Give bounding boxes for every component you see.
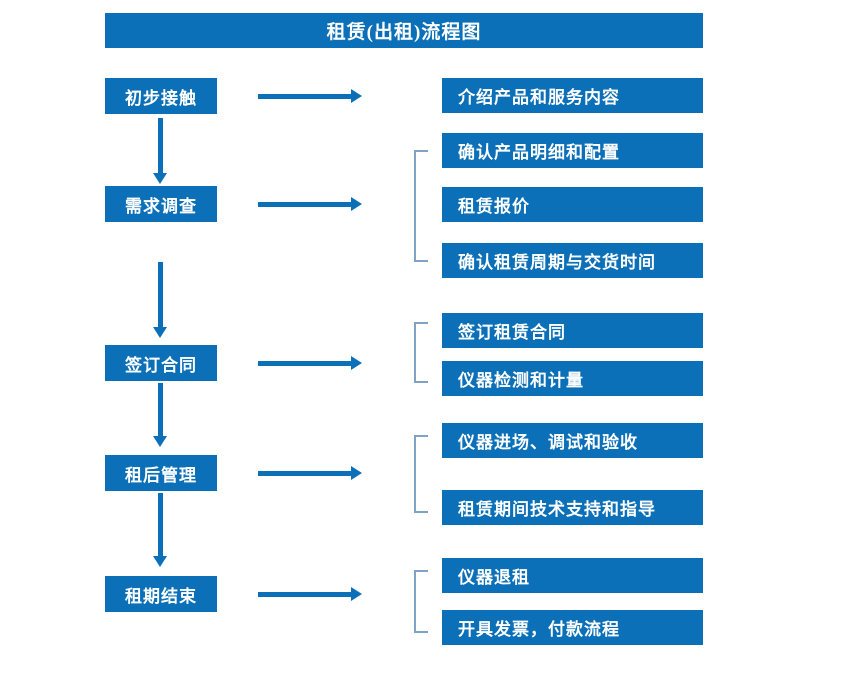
arrow-shaft [258, 471, 352, 476]
arrow-head [351, 356, 362, 370]
arrow-right-icon-4 [258, 466, 362, 480]
arrow-right-icon-2 [258, 197, 362, 211]
detail-box-4-2[interactable]: 租赁期间技术支持和指导 [442, 490, 703, 525]
arrow-down-icon-4 [153, 493, 167, 567]
arrow-shaft [258, 361, 352, 366]
arrow-shaft [158, 493, 163, 557]
arrow-down-icon-1 [153, 118, 167, 184]
detail-box-2-1[interactable]: 确认产品明细和配置 [442, 133, 703, 168]
arrow-shaft [258, 202, 352, 207]
stage-box-5[interactable]: 租期结束 [105, 576, 217, 612]
detail-box-2-3[interactable]: 确认租赁周期与交货时间 [442, 243, 703, 278]
stage-box-4[interactable]: 租后管理 [105, 455, 217, 491]
arrow-right-icon-5 [258, 587, 362, 601]
arrow-right-icon-1 [258, 89, 362, 103]
detail-box-1-1[interactable]: 介绍产品和服务内容 [442, 78, 703, 113]
arrow-shaft [158, 262, 163, 328]
arrow-head [351, 466, 362, 480]
arrow-head [351, 197, 362, 211]
stage-box-3[interactable]: 签订合同 [105, 345, 217, 381]
detail-box-5-2[interactable]: 开具发票，付款流程 [442, 610, 703, 645]
group-bracket-3 [414, 322, 428, 383]
arrow-down-icon-2 [153, 262, 167, 338]
arrow-shaft [158, 118, 163, 174]
detail-box-2-2[interactable]: 租赁报价 [442, 187, 703, 222]
stage-box-2[interactable]: 需求调查 [105, 186, 217, 222]
arrow-head [153, 436, 167, 447]
group-bracket-2 [414, 150, 428, 262]
arrow-down-icon-3 [153, 383, 167, 447]
arrow-head [153, 556, 167, 567]
arrow-shaft [258, 94, 352, 99]
arrow-head [351, 587, 362, 601]
detail-box-3-2[interactable]: 仪器检测和计量 [442, 361, 703, 396]
stage-box-1[interactable]: 初步接触 [105, 78, 217, 114]
arrow-head [153, 173, 167, 184]
arrow-head [351, 89, 362, 103]
arrow-head [153, 327, 167, 338]
arrow-right-icon-3 [258, 356, 362, 370]
diagram-title: 租赁(出租)流程图 [105, 13, 703, 48]
arrow-shaft [158, 383, 163, 437]
detail-box-3-1[interactable]: 签订租赁合同 [442, 313, 703, 348]
detail-box-4-1[interactable]: 仪器进场、调试和验收 [442, 423, 703, 458]
group-bracket-5 [414, 570, 428, 633]
group-bracket-4 [414, 435, 428, 513]
detail-box-5-1[interactable]: 仪器退租 [442, 558, 703, 593]
arrow-shaft [258, 592, 352, 597]
